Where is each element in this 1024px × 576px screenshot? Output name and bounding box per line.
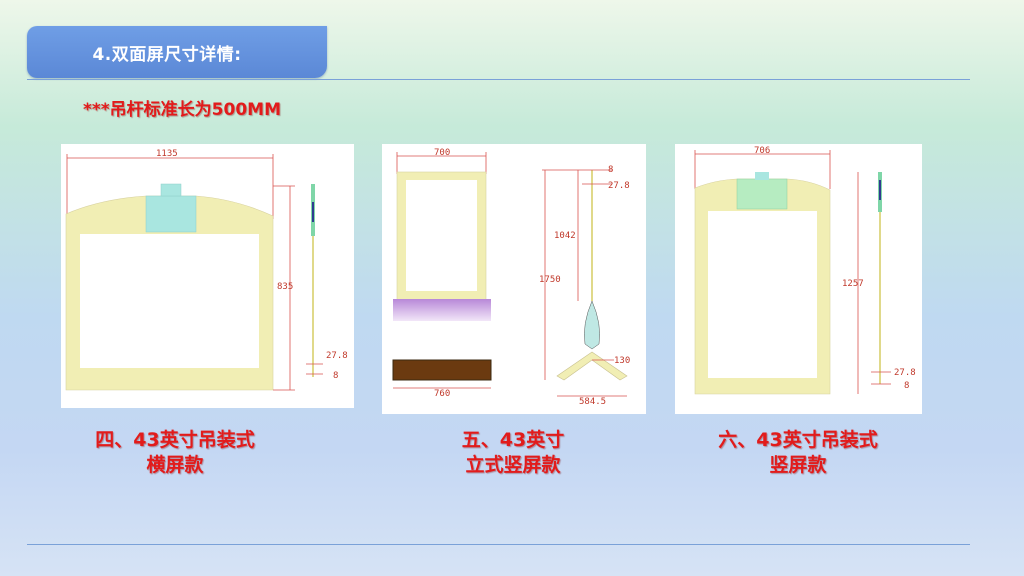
caption-line-1: 六、43英寸吊装式 (718, 429, 878, 451)
section-title: 4.双面屏尺寸详情: (92, 45, 242, 65)
caption-line-2: 立式竖屏款 (465, 454, 561, 476)
height-dim-label: 835 (277, 282, 293, 292)
width-dim-label: 706 (754, 146, 770, 156)
caption-line-2: 横屏款 (146, 454, 204, 476)
caption-floor-standing: 五、43英寸 立式竖屏款 (398, 428, 628, 478)
section-title-bar: 4.双面屏尺寸详情: (27, 26, 327, 78)
caption-line-1: 五、43英寸 (461, 429, 565, 451)
side-profile-body (584, 300, 600, 350)
drawing-hanging-portrait: 706 1257 27.8 8 (694, 146, 916, 395)
height-dim-label: 1257 (842, 279, 864, 289)
base-cabinet (392, 359, 492, 381)
total-height-dim-label: 1750 (539, 275, 561, 285)
footer-divider (27, 544, 970, 545)
caption-line-2: 竖屏款 (769, 454, 827, 476)
depth-dim-label: 27.8 (894, 368, 916, 378)
screen-height-dim-label: 1042 (554, 231, 576, 241)
drawing-panel-hanging-landscape: 1135 835 27.8 8 (61, 144, 354, 408)
depth-dim-label: 27.8 (326, 351, 348, 361)
caption-hanging-landscape: 四、43英寸吊装式 横屏款 (60, 428, 290, 478)
drawing-panel-hanging-portrait: 706 1257 27.8 8 (675, 144, 922, 414)
bottom-width-dim-label: 760 (434, 389, 450, 399)
drawing-floor-standing: 700 760 8 27.8 1042 1750 130 584.5 (392, 148, 630, 407)
hanger-top (160, 183, 182, 197)
mount-bracket (736, 178, 788, 210)
screen-area (708, 211, 817, 378)
width-dim-label: 1135 (156, 149, 178, 159)
depth-dim-label: 27.8 (608, 181, 630, 191)
hanger-top (755, 172, 769, 180)
thickness-dim-label: 8 (608, 165, 613, 175)
screen-area (80, 234, 259, 368)
drawing-hanging-landscape: 1135 835 27.8 8 (65, 149, 348, 391)
thickness-dim-label: 8 (904, 381, 909, 391)
drawing-panel-floor-standing: 700 760 8 27.8 1042 1750 130 584.5 (382, 144, 646, 414)
upper-cabinet (393, 299, 491, 321)
base-width-dim-label: 584.5 (579, 397, 606, 407)
side-profile-bracket (879, 180, 881, 200)
side-profile-bracket (312, 202, 314, 222)
caption-hanging-portrait: 六、43英寸吊装式 竖屏款 (683, 428, 913, 478)
screen-area (406, 180, 477, 291)
base-thickness-dim-label: 130 (614, 356, 630, 366)
mount-bracket (145, 195, 197, 233)
thickness-dim-label: 8 (333, 371, 338, 381)
header-divider (27, 79, 970, 80)
top-width-dim-label: 700 (434, 148, 450, 158)
rod-length-note: ***吊杆标准长为500MM (83, 100, 281, 120)
caption-line-1: 四、43英寸吊装式 (95, 429, 255, 451)
